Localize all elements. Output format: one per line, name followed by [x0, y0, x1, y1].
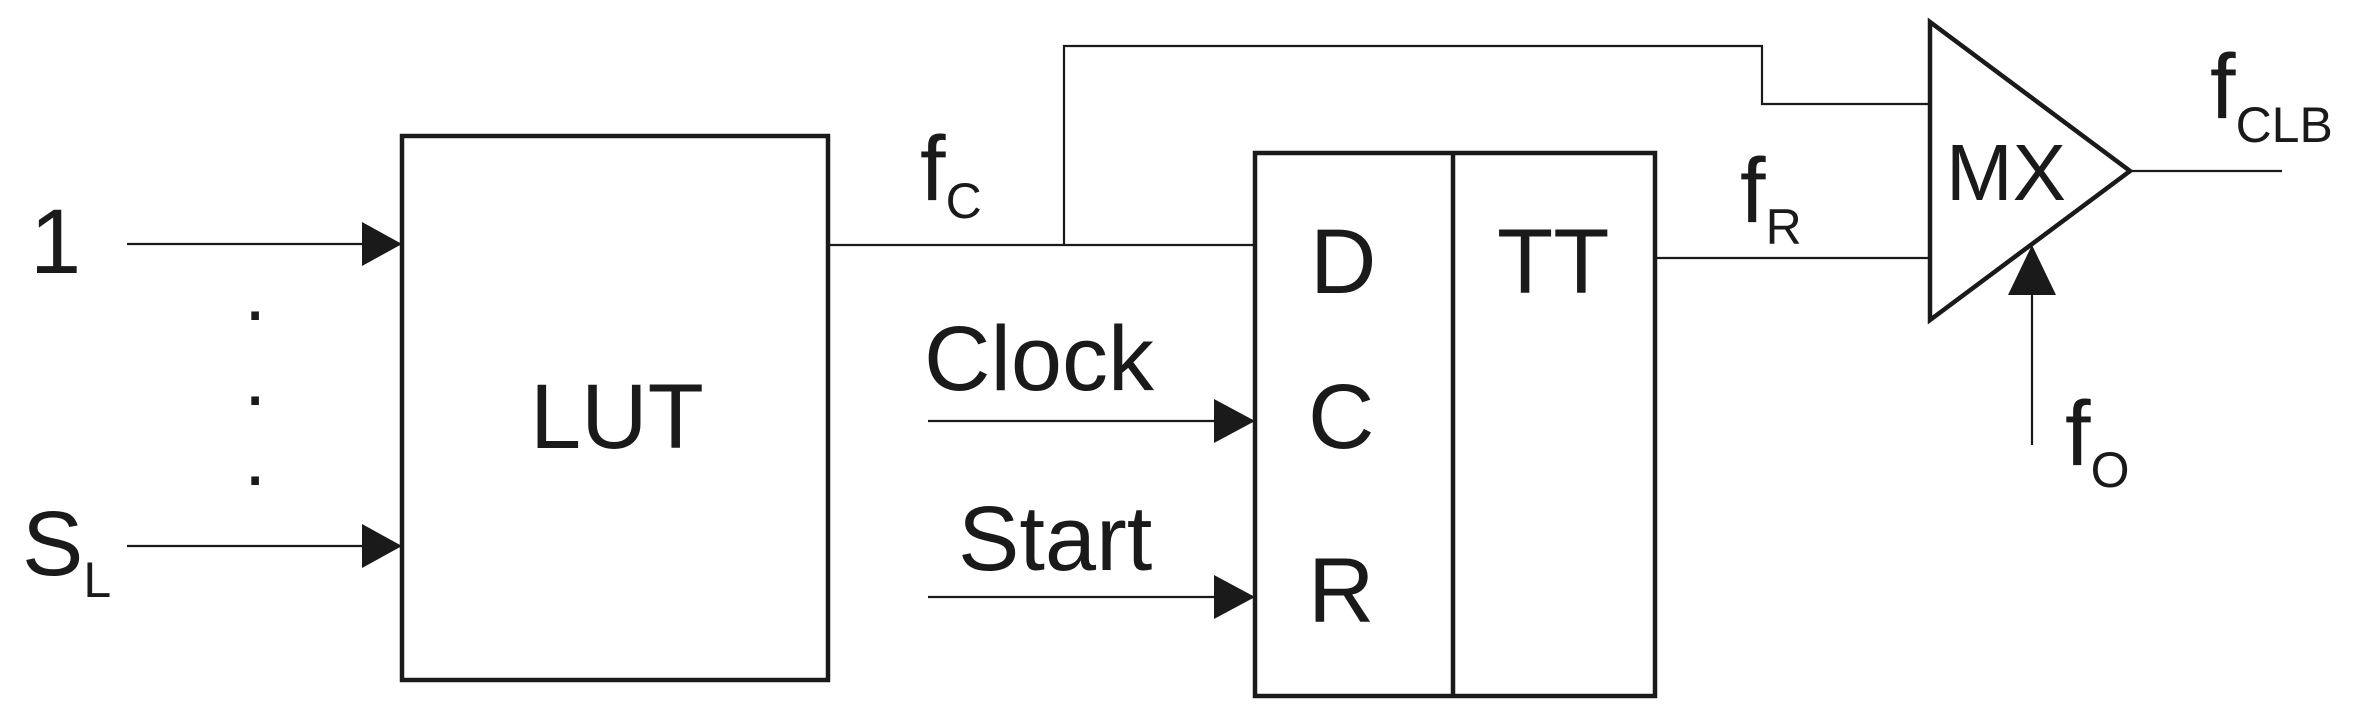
mux-triangle: [1927, 17, 2134, 325]
mux-label: MX: [1946, 128, 2066, 217]
lut-block: [399, 133, 831, 683]
fo-arrow: [2008, 245, 2056, 295]
input-sl-arrow: [362, 524, 402, 568]
input-sl-label: SL: [22, 493, 111, 608]
port-r-label: R: [1308, 540, 1374, 642]
input-1-label: 1: [30, 191, 81, 293]
lut-label: LUT: [530, 366, 704, 468]
fclb-label: fCLB: [2210, 36, 2333, 153]
start-arrow: [1214, 575, 1255, 619]
ellipsis-dot-3: .: [244, 413, 266, 502]
input-1-arrow: [362, 222, 402, 266]
start-label: Start: [958, 488, 1152, 590]
tt-label: TT: [1497, 211, 1609, 313]
ellipsis-dot-2: .: [244, 333, 266, 422]
port-c-label: C: [1308, 366, 1374, 468]
fc-label: fC: [920, 118, 982, 229]
ellipsis-dot-1: .: [244, 248, 266, 337]
bypass-wire: [1062, 44, 1930, 245]
clock-arrow: [1214, 399, 1255, 443]
clock-label: Clock: [924, 308, 1155, 410]
port-d-label: D: [1310, 211, 1376, 313]
fr-label: fR: [1740, 140, 1802, 255]
fo-label: fO: [2065, 383, 2129, 498]
